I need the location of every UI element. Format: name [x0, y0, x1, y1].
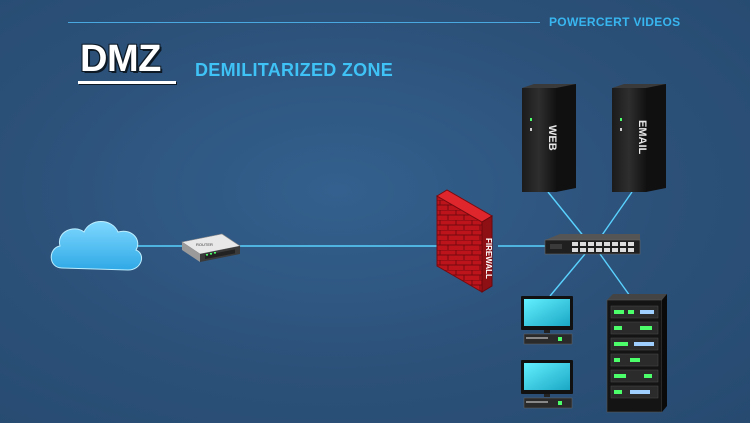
email-server-icon: EMAIL	[612, 84, 666, 192]
firewall-icon: FIREWALL	[436, 189, 493, 293]
cloud-icon	[50, 221, 143, 271]
switch-icon	[544, 234, 641, 255]
link-switch-rack	[599, 253, 631, 297]
email-server-label: EMAIL	[636, 120, 648, 155]
header-rule	[68, 22, 540, 23]
network-links	[138, 191, 633, 297]
web-server-label: WEB	[546, 125, 558, 151]
firewall-label: FIREWALL	[484, 238, 493, 279]
page-title: DMZ	[80, 38, 161, 80]
web-server-icon: WEB	[522, 84, 576, 192]
link-switch-email	[599, 191, 633, 239]
workstation-icon	[521, 360, 573, 409]
page-subtitle: DEMILITARIZED ZONE	[195, 60, 394, 80]
link-switch-workstation	[549, 253, 586, 297]
workstation-icon	[521, 296, 573, 345]
router-label: ROUTER	[196, 242, 213, 247]
server-rack-icon	[606, 294, 667, 413]
link-switch-web	[547, 191, 586, 239]
title-underline	[78, 81, 176, 84]
brand-label: POWERCERT VIDEOS	[549, 15, 681, 29]
router-icon: ROUTER	[181, 233, 241, 262]
